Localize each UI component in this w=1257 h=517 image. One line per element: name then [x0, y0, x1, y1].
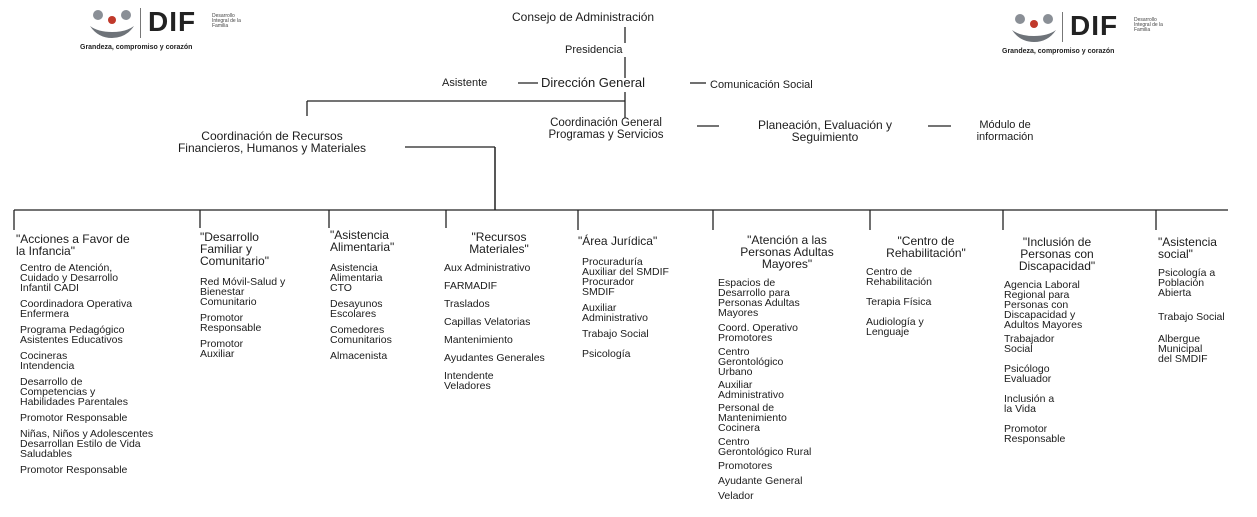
list-item: Cocineras Intendencia	[20, 350, 75, 372]
list-item: Centro Gerontológico Urbano	[718, 346, 784, 378]
column-discapacidad: "Inclusión de Personas con Discapacidad"…	[1002, 236, 1152, 450]
logo-brand: DIF	[148, 6, 197, 37]
column-asistencia-social: "Asistencia social" Psicología a Poblaci…	[1158, 236, 1254, 370]
list-item: Capillas Velatorias	[444, 316, 531, 328]
column-heading: "Recursos Materiales"	[469, 230, 529, 256]
node-resources-coordination: Coordinación de Recursos Financieros, Hu…	[177, 129, 367, 155]
list-item: Coordinadora Operativa Enfermera	[20, 298, 133, 320]
list-item: Promotores	[718, 460, 773, 472]
logo-right: DIF Desarrollo Integral de la Familia Gr…	[1002, 10, 1192, 58]
list-item: Inclusión a la Vida	[1004, 393, 1055, 415]
node-presidency: Presidencia	[565, 44, 623, 56]
list-item: Centro de Rehabilitación	[866, 266, 932, 288]
family-icon	[90, 10, 134, 38]
column-recursos-materiales: "Recursos Materiales" Aux Administrativo…	[444, 231, 578, 397]
list-item: Mantenimiento	[444, 334, 513, 346]
list-item: Promotor Responsable	[20, 464, 128, 476]
family-icon	[1012, 14, 1056, 42]
node-info-module: Módulo de información	[976, 119, 1034, 143]
list-item: Promotor Responsable	[200, 312, 262, 334]
logo-divider	[1062, 12, 1063, 42]
column-heading: "Asistencia social"	[1158, 235, 1217, 261]
list-item: Trabajador Social	[1004, 333, 1055, 355]
list-item: Trabajo Social	[582, 328, 649, 340]
list-item: Espacios de Desarrollo para Personas Adu…	[718, 277, 800, 319]
node-social-communication: Comunicación Social	[710, 79, 813, 91]
list-item: Red Móvil-Salud y Bienestar Comunitario	[200, 276, 286, 308]
list-item: Desayunos Escolares	[330, 298, 383, 320]
list-item: Aux Administrativo	[444, 262, 531, 274]
column-items: Aux Administrativo FARMADIF Traslados Ca…	[444, 262, 578, 392]
column-heading: "Atención a las Personas Adultas Mayores…	[740, 233, 834, 271]
list-item: Procuraduría Auxiliar del SMDIF Procurad…	[582, 256, 669, 298]
list-item: Albergue Municipal del SMDIF	[1158, 333, 1208, 365]
list-item: Auxiliar Administrativo	[718, 379, 784, 401]
logo-divider	[140, 8, 141, 38]
list-item: Personal de Mantenimiento Cocinera	[718, 402, 787, 434]
logo-brand: DIF	[1070, 10, 1119, 41]
list-item: Ayudantes Generales	[444, 352, 545, 364]
column-heading: "Centro de Rehabilitación"	[886, 234, 966, 260]
column-items: Red Móvil-Salud y Bienestar Comunitario …	[200, 276, 326, 360]
list-item: Programa Pedagógico Asistentes Educativo…	[20, 324, 125, 346]
list-item: Intendente Veladores	[444, 370, 494, 392]
list-item: Psicología a Población Abierta	[1158, 267, 1216, 299]
column-items: Centro de Atención, Cuidado y Desarrollo…	[16, 262, 200, 476]
node-planning: Planeación, Evaluación y Seguimiento	[757, 118, 893, 144]
column-items: Centro de Rehabilitación Terapia Física …	[866, 266, 1000, 338]
list-item: Psicólogo Evaluador	[1004, 363, 1052, 385]
column-items: Procuraduría Auxiliar del SMDIF Procurad…	[578, 256, 712, 360]
list-item: Coord. Operativo Promotores	[718, 322, 798, 344]
list-item: Velador	[718, 490, 754, 502]
list-item: Centro Gerontológico Rural	[718, 436, 812, 458]
logo-left: DIF Desarrollo Integral de la Familia Gr…	[80, 6, 270, 54]
node-assistant: Asistente	[442, 77, 488, 89]
node-council: Consejo de Administración	[512, 10, 655, 24]
logo-tagline: Grandeza, compromiso y corazón	[80, 44, 193, 51]
list-item: FARMADIF	[444, 280, 498, 292]
logo-subtitle: Desarrollo Integral de la Familia	[1134, 17, 1163, 33]
list-item: Desarrollo de Competencias y Habilidades…	[20, 376, 128, 408]
list-item: Promotor Auxiliar	[200, 338, 244, 360]
logo-subtitle: Desarrollo Integral de la Familia	[212, 13, 241, 29]
list-item: Trabajo Social	[1158, 311, 1225, 323]
node-general-direction: Dirección General	[541, 75, 646, 90]
list-item: Psicología	[582, 348, 631, 360]
node-programs-coordination: Coordinación General Programas y Servici…	[548, 117, 664, 141]
column-desarrollo-familiar: "Desarrollo Familiar y Comunitario" Red …	[200, 231, 326, 365]
column-asistencia-alimentaria: "Asistencia Alimentaria" Asistencia Alim…	[330, 229, 440, 367]
list-item: Niñas, Niños y Adolescentes Desarrollan …	[20, 428, 154, 460]
column-items: Asistencia Alimentaria CTO Desayunos Esc…	[330, 262, 440, 362]
list-item: Comedores Comunitarios	[330, 324, 392, 346]
list-item: Promotor Responsable	[1004, 423, 1066, 445]
column-heading: "Desarrollo Familiar y Comunitario"	[200, 230, 269, 268]
column-items: Espacios de Desarrollo para Personas Adu…	[712, 277, 868, 502]
list-item: Centro de Atención, Cuidado y Desarrollo…	[20, 262, 119, 294]
list-item: Auxiliar Administrativo	[582, 302, 648, 324]
column-infancia: "Acciones a Favor de la Infancia" Centro…	[16, 233, 200, 481]
list-item: Ayudante General	[718, 475, 803, 487]
column-items: Agencia Laboral Regional para Personas c…	[1002, 279, 1152, 445]
column-heading: "Inclusión de Personas con Discapacidad"	[1018, 235, 1096, 273]
column-area-juridica: "Área Jurídica" Procuraduría Auxiliar de…	[578, 235, 712, 365]
column-heading: "Área Jurídica"	[578, 234, 658, 248]
column-heading: "Asistencia Alimentaria"	[330, 228, 395, 254]
list-item: Asistencia Alimentaria CTO	[330, 262, 383, 294]
list-item: Agencia Laboral Regional para Personas c…	[1004, 279, 1083, 331]
list-item: Almacenista	[330, 350, 388, 362]
column-items: Psicología a Población Abierta Trabajo S…	[1158, 267, 1254, 365]
list-item: Promotor Responsable	[20, 412, 128, 424]
logo-tagline: Grandeza, compromiso y corazón	[1002, 48, 1115, 55]
column-rehabilitacion: "Centro de Rehabilitación" Centro de Reh…	[866, 235, 1000, 343]
list-item: Traslados	[444, 298, 490, 310]
column-heading: "Acciones a Favor de la Infancia"	[16, 232, 130, 258]
column-adultos-mayores: "Atención a las Personas Adultas Mayores…	[712, 234, 868, 507]
list-item: Audiología y Lenguaje	[866, 316, 924, 338]
list-item: Terapia Física	[866, 296, 932, 308]
